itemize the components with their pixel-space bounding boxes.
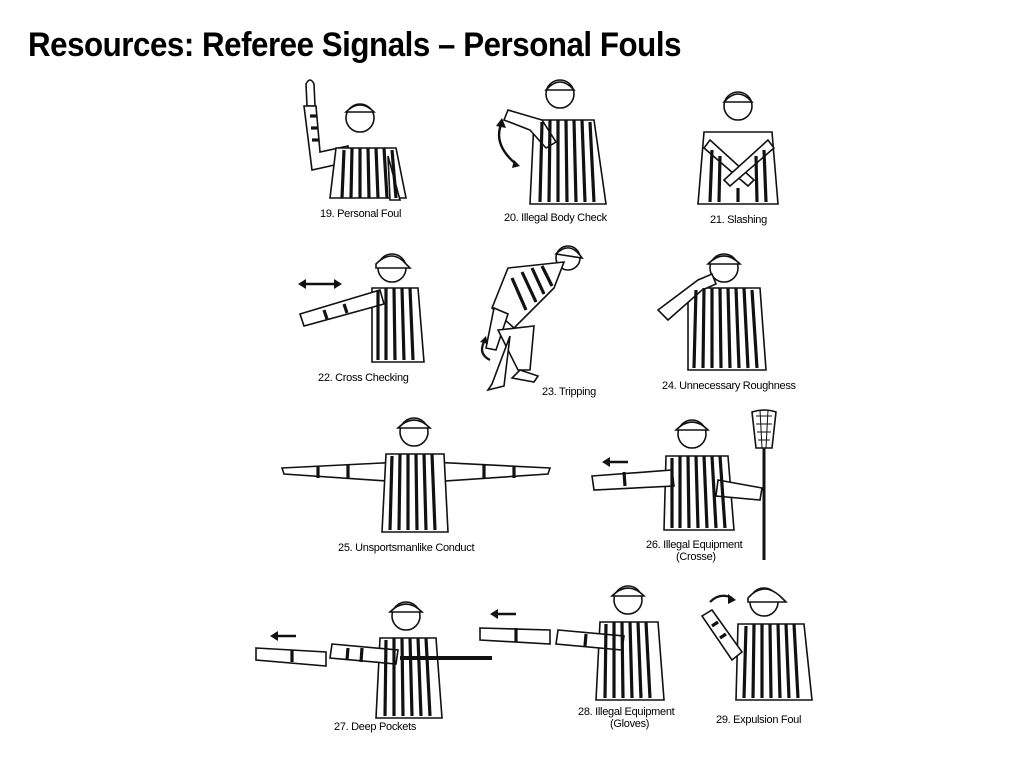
signal-expulsion-foul: 29. Expulsion Foul [696,580,820,730]
signal-caption: 23. Tripping [542,386,596,398]
signal-caption: 26. Illegal Equipment [646,539,743,551]
referee-unsportsmanlike-conduct-illustration [280,417,552,533]
referee-unnecessary-roughness-illustration [656,253,767,371]
signal-cross-checking: 22. Cross Checking [294,248,434,388]
signal-unnecessary-roughness: 24. Unnecessary Roughness [650,246,810,392]
signal-caption: (Gloves) [610,718,650,730]
referee-cross-checking-illustration [298,253,425,363]
referee-expulsion-foul-illustration [700,587,813,701]
referee-illegal-body-check-illustration [496,79,607,205]
signal-caption: 19. Personal Foul [320,208,402,220]
referee-slashing-illustration [697,91,779,205]
referee-personal-foul-illustration [303,79,407,201]
signal-illegal-equipment-gloves: 28. Illegal Equipment (Gloves) [476,584,675,736]
signal-caption: 22. Cross Checking [318,372,409,384]
referee-illegal-equipment-gloves-illustration [479,585,665,701]
slide-title: Resources: Referee Signals – Personal Fo… [28,26,682,64]
signal-unsportsmanlike-conduct: 25. Unsportsmanlike Conduct [278,414,554,560]
referee-illegal-equipment-crosse-illustration [591,409,777,560]
signal-caption: 24. Unnecessary Roughness [662,380,796,392]
signal-caption: 20. Illegal Body Check [504,212,607,224]
signal-caption: (Crosse) [676,551,716,563]
signal-deep-pockets: 27. Deep Pockets [252,600,496,740]
referee-deep-pockets-illustration [255,601,492,719]
signal-caption: 25. Unsportsmanlike Conduct [338,542,475,554]
signal-caption: 29. Expulsion Foul [716,714,802,726]
signal-caption: 28. Illegal Equipment [578,706,675,718]
signal-caption: 27. Deep Pockets [334,721,417,733]
signal-slashing: 21. Slashing [690,84,790,228]
signal-tripping: 23. Tripping [478,238,608,402]
signal-illegal-equipment-crosse: 26. Illegal Equipment (Crosse) [588,408,784,568]
referee-tripping-illustration [480,245,584,392]
signal-illegal-body-check: 20. Illegal Body Check [490,76,620,226]
signal-caption: 21. Slashing [710,214,767,226]
signal-personal-foul: 19. Personal Foul [296,76,416,226]
